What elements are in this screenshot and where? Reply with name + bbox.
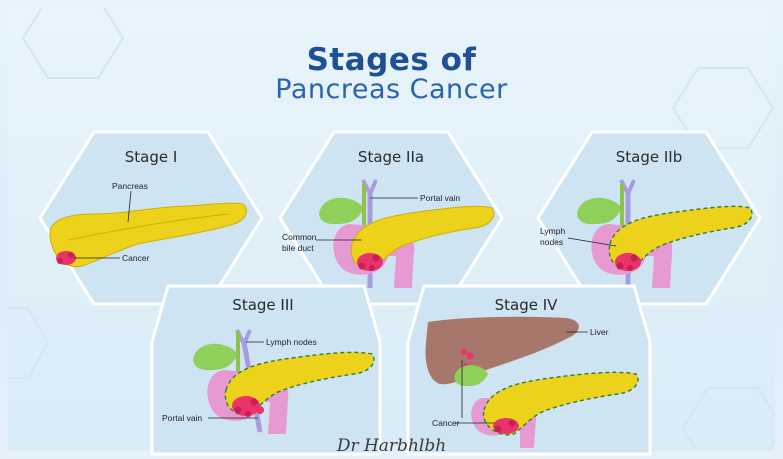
annotation-cancer: Cancer [122,253,150,263]
author-signature: Dr Harbhlbh [0,436,783,456]
stage-3-panel: Stage III Lymph nodes Portal vain [150,282,382,459]
stage-2a-illustration: Stage IIa Portal vain Common bile duct [278,128,504,308]
stage-1-title: Stage I [125,148,178,166]
annotation-liver: Liver [590,327,609,337]
stage-1-illustration: Stage I Pancreas Cancer [38,128,264,308]
stage-2b-title: Stage IIb [616,148,682,166]
stage-2a-title: Stage IIa [358,148,424,166]
annotation-portal-vein: Portal vain [420,193,460,203]
stage-4-illustration: Stage IV Liver Cancer [406,282,652,454]
annotation-pancreas: Pancreas [112,181,148,191]
annotation-lymph-nodes: Lymph nodes [266,337,317,347]
stage-3-illustration: Stage III Lymph nodes Portal vain [150,282,382,454]
page-subtitle: Pancreas Cancer [0,74,783,105]
annotation-common: Common [282,232,317,242]
annotation-cancer: Cancer [432,418,460,428]
annotation-bile-duct: bile duct [282,243,314,253]
annotation-portal-vein: Portal vain [162,413,202,423]
stage-4-title: Stage IV [495,296,559,314]
stage-2b-illustration: Stage IIb Lymph nodes [536,128,762,308]
stage-3-title: Stage III [232,296,293,314]
annotation-nodes: nodes [540,237,563,247]
page-title: Stages of [0,42,783,78]
stage-4-panel: Stage IV Liver Cancer [406,282,652,459]
annotation-lymph: Lymph [540,226,565,236]
